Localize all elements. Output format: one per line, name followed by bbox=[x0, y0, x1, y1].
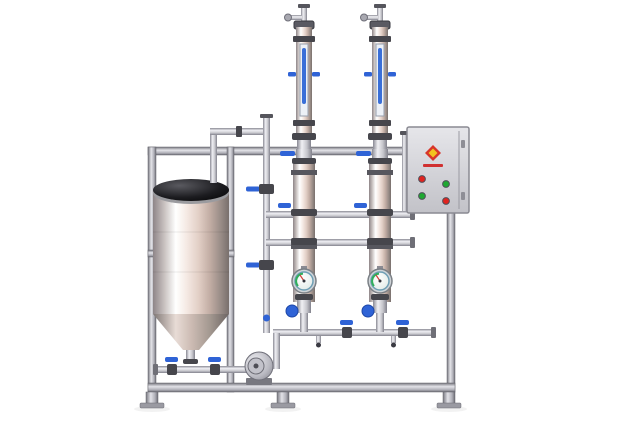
manifold-valve-handle bbox=[340, 320, 353, 325]
drain-cap bbox=[391, 342, 396, 348]
indicator-light-4 bbox=[442, 197, 450, 205]
panel-enclosure bbox=[406, 126, 470, 214]
drain-stub bbox=[391, 336, 396, 343]
frame-foot bbox=[145, 391, 159, 405]
feed-valve-body bbox=[259, 184, 274, 194]
manifold-valve-body bbox=[398, 327, 408, 338]
manifold-end-cap bbox=[410, 237, 415, 248]
brand-text-mark bbox=[423, 164, 443, 167]
pipe-clamp bbox=[236, 126, 242, 137]
tank-shell bbox=[153, 190, 229, 314]
discharge-valve-body bbox=[167, 364, 177, 375]
discharge-valve-handle bbox=[208, 357, 221, 362]
tank-riser-pipe bbox=[210, 133, 217, 183]
pump-outlet-elbow bbox=[273, 329, 285, 336]
feed-pipe-top-stub bbox=[263, 117, 270, 131]
column-1 bbox=[277, 3, 321, 333]
indicator-light-2 bbox=[442, 180, 450, 188]
discharge-valve-handle bbox=[165, 357, 178, 362]
foot-flange bbox=[270, 402, 296, 409]
control-panel bbox=[406, 126, 470, 214]
feed-valve-handle bbox=[246, 186, 260, 192]
panel-hinge bbox=[461, 192, 465, 200]
pipe-end-cap bbox=[153, 364, 158, 375]
upper-manifold-pipe bbox=[266, 211, 412, 218]
tank-feed-line bbox=[210, 114, 274, 333]
column-2 bbox=[353, 3, 397, 333]
pump-outlet-riser bbox=[273, 333, 280, 369]
frame-foot bbox=[276, 391, 290, 405]
bottom-manifold-pipe bbox=[279, 329, 433, 336]
tank-discharge-pipe bbox=[157, 366, 259, 373]
feed-valve-handle bbox=[246, 262, 260, 268]
pump-base bbox=[246, 378, 272, 385]
tank-outlet-pipe bbox=[186, 350, 195, 360]
foot-flange bbox=[139, 402, 165, 409]
sensor-line-pipe bbox=[402, 134, 407, 211]
drain-cap bbox=[316, 342, 321, 348]
manifold-valve-body bbox=[342, 327, 352, 338]
discharge-line-and-pump bbox=[153, 329, 285, 385]
frame-foot bbox=[442, 391, 456, 405]
discharge-valve-body bbox=[210, 364, 220, 375]
sample-port-knob bbox=[263, 314, 270, 322]
frame-bottom-rail bbox=[147, 382, 456, 393]
feed-pipe-cap bbox=[260, 114, 273, 118]
indicator-light-1 bbox=[418, 175, 426, 183]
tank-cone-bottom bbox=[153, 314, 229, 350]
tank-dome-lid bbox=[153, 179, 229, 201]
manifold-end-cap bbox=[431, 327, 436, 338]
drain-stub bbox=[316, 336, 321, 343]
foot-flange bbox=[436, 402, 462, 409]
feed-valve-body bbox=[259, 260, 274, 270]
panel-hinge bbox=[461, 140, 465, 148]
manifold-piping bbox=[266, 131, 436, 348]
feed-riser-pipe bbox=[263, 131, 270, 333]
pump-hub bbox=[253, 363, 259, 369]
brand-logo-inner bbox=[428, 148, 438, 158]
outlet-clamp bbox=[183, 359, 198, 364]
indicator-light-3 bbox=[418, 192, 426, 200]
manifold-valve-handle bbox=[396, 320, 409, 325]
lower-manifold-pipe bbox=[266, 239, 412, 246]
feed-tank bbox=[153, 179, 229, 364]
